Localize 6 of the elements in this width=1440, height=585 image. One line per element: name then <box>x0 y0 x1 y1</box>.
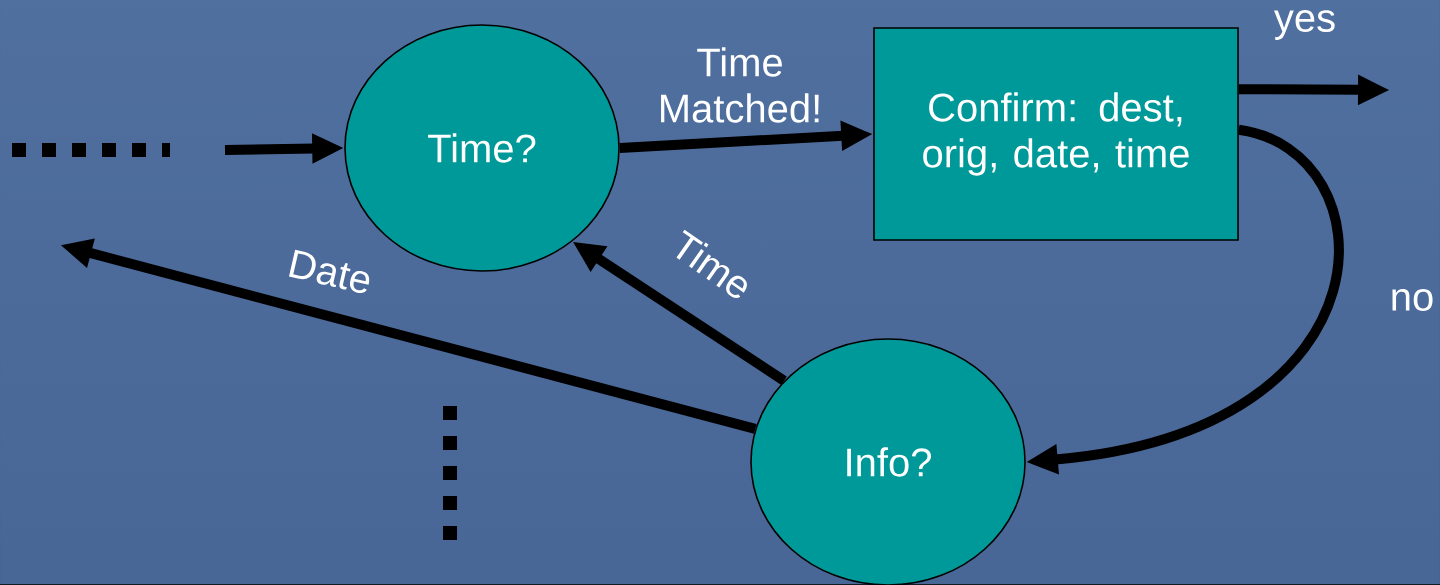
circle-node: Info? <box>750 338 1026 585</box>
process-box: Confirm: dest, orig, date, time <box>873 27 1239 241</box>
edge-label: Time <box>676 229 747 298</box>
edge-label: no <box>1392 289 1433 311</box>
edge-label: Time Matched! <box>661 47 819 123</box>
edge-label: yes <box>1274 10 1335 40</box>
